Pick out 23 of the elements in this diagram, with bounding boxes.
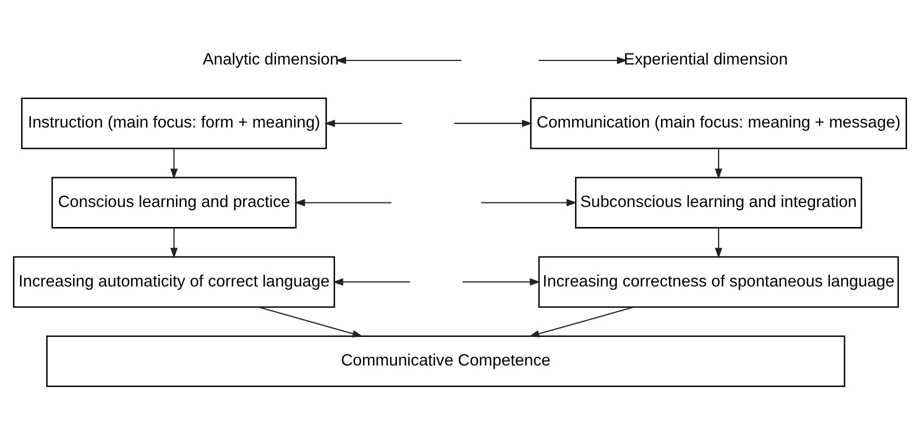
node-box: Conscious learning and practice bbox=[51, 176, 297, 228]
arrow bbox=[332, 278, 410, 286]
arrow bbox=[481, 198, 578, 206]
arrow bbox=[528, 306, 634, 337]
node-box: Increasing correctness of spontaneous language bbox=[538, 256, 899, 308]
arrow bbox=[258, 306, 363, 337]
arrow bbox=[294, 198, 392, 206]
arrow bbox=[714, 227, 722, 258]
arrow bbox=[714, 148, 722, 179]
node-box: Subconscious learning and integration bbox=[575, 176, 862, 228]
arrow bbox=[462, 278, 540, 286]
node-box: Communicative Competence bbox=[46, 335, 846, 387]
arrow bbox=[454, 119, 533, 127]
arrow bbox=[170, 148, 178, 179]
node-text: Analytic dimension bbox=[202, 50, 339, 68]
arrow bbox=[324, 119, 402, 127]
arrow bbox=[538, 56, 628, 64]
arrow bbox=[336, 56, 462, 64]
node-box: Increasing automaticity of correct language bbox=[12, 256, 336, 308]
arrow bbox=[170, 227, 178, 258]
node-box: Communication (main focus: meaning + message) bbox=[530, 97, 908, 149]
node-box: Instruction (main focus: form + meaning) bbox=[21, 97, 327, 149]
node-text: Experiential dimension bbox=[624, 50, 788, 68]
